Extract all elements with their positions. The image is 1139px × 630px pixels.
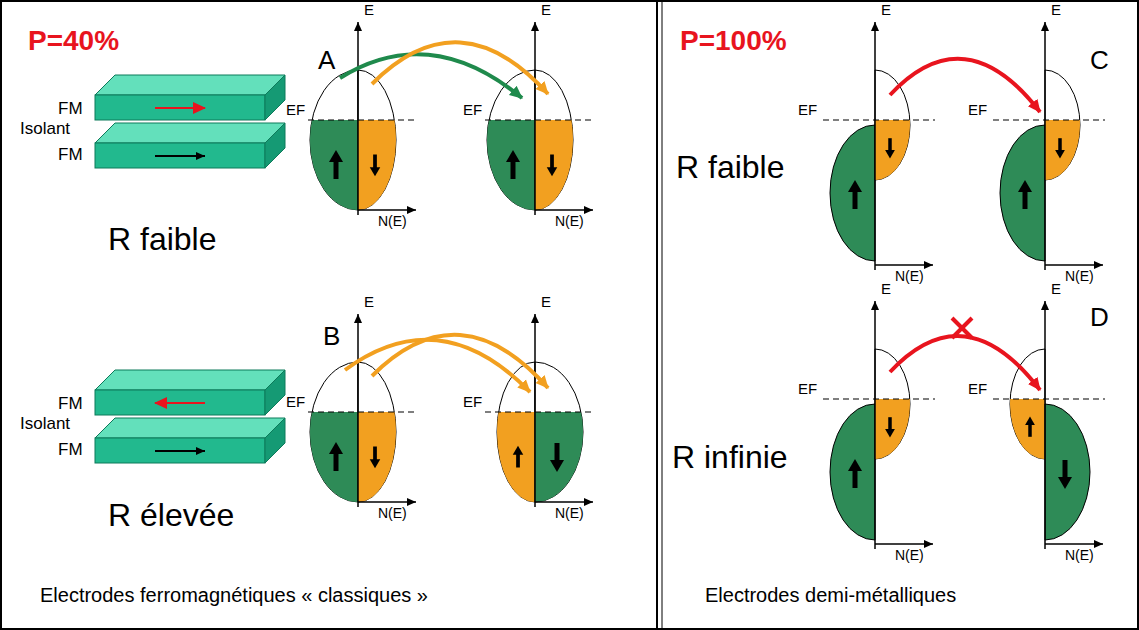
axis-label: N(E): [555, 214, 584, 229]
fermi-level: EF: [798, 102, 817, 119]
fermi-level: EF: [968, 381, 987, 398]
fermi-level: EF: [798, 381, 817, 398]
resistance-label: R élevée: [108, 498, 234, 533]
layer-name: FM: [58, 146, 83, 165]
layer-name: FM: [58, 441, 83, 460]
resistance-label: R faible: [676, 150, 785, 185]
polarization: P=100%: [680, 26, 787, 57]
density-of-states: [823, 301, 935, 549]
layer-name: Isolant: [20, 415, 70, 434]
tunnel-arrow: [372, 42, 548, 94]
layer-name: FM: [58, 100, 83, 119]
panel-caption: Electrodes demi-métalliques: [705, 584, 956, 606]
axis-label: E: [364, 294, 374, 311]
density-of-states: [308, 22, 416, 215]
axis-label: N(E): [378, 214, 407, 229]
fermi-level: EF: [463, 394, 482, 411]
density-of-states: [485, 22, 593, 215]
divider: [662, 0, 663, 630]
polarization: P=40%: [28, 26, 119, 57]
axis-label: E: [541, 2, 551, 19]
axis-label: E: [1051, 281, 1061, 298]
density-of-states: [485, 314, 593, 507]
axis-label: N(E): [555, 506, 584, 521]
tunnel-arrow: [340, 54, 522, 98]
axis-label: E: [1051, 2, 1061, 19]
fermi-level: EF: [463, 102, 482, 119]
density-of-states: [993, 22, 1105, 270]
panel-letter: A: [318, 46, 335, 75]
fermi-level: EF: [286, 394, 305, 411]
divider: [656, 0, 658, 630]
axis-label: E: [881, 281, 891, 298]
tunnel-arrow: [890, 336, 1040, 390]
axis-label: E: [541, 294, 551, 311]
tunnel-arrow: [372, 335, 548, 388]
density-of-states: [823, 22, 935, 270]
axis-label: N(E): [895, 548, 924, 563]
panel-caption: Electrodes ferromagnétiques « classiques…: [40, 584, 428, 606]
axis-label: N(E): [378, 506, 407, 521]
axis-label: N(E): [895, 269, 924, 284]
fermi-level: EF: [968, 102, 987, 119]
axis-label: N(E): [1065, 269, 1094, 284]
fermi-level: EF: [286, 102, 305, 119]
axis-label: E: [364, 2, 374, 19]
panel-letter: C: [1090, 46, 1109, 75]
panel-letter: D: [1090, 303, 1109, 332]
axis-label: E: [881, 2, 891, 19]
axis-label: N(E): [1065, 548, 1094, 563]
tunnel-arrow: [890, 59, 1040, 112]
junction-stack: [95, 75, 285, 168]
resistance-label: R faible: [108, 222, 217, 257]
density-of-states: [993, 301, 1105, 549]
layer-name: FM: [58, 395, 83, 414]
junction-stack: [95, 370, 285, 463]
layer-name: Isolant: [20, 120, 70, 139]
panel-letter: B: [323, 322, 340, 351]
resistance-label: R infinie: [672, 440, 788, 475]
blocked-cross: [952, 318, 972, 338]
